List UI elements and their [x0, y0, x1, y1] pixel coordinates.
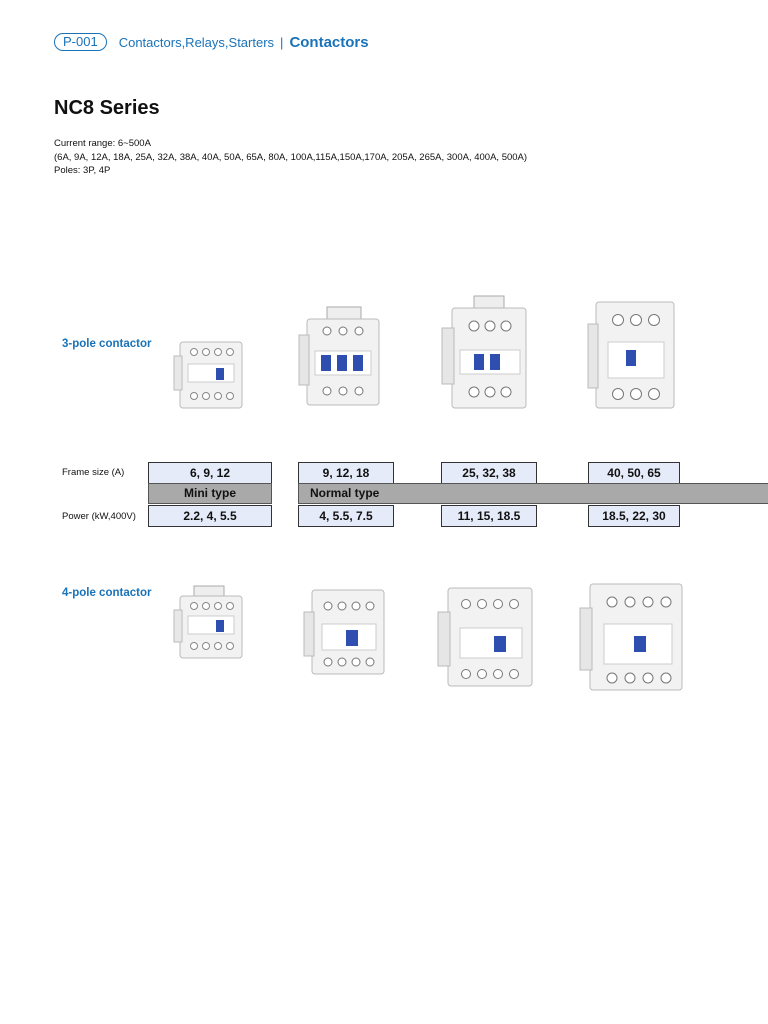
page-title: NC8 Series — [54, 97, 160, 119]
frame-size-cell: 9, 12, 18 — [298, 462, 394, 484]
series-info: Current range: 6~500A (6A, 9A, 12A, 18A,… — [54, 137, 527, 178]
breadcrumb[interactable]: Contactors,Relays,Starters — [118, 34, 275, 50]
breadcrumb-current: Contactors — [289, 33, 369, 51]
breadcrumb-separator: | — [280, 34, 284, 50]
contactor-image-normal-4p-medium — [436, 582, 536, 690]
contactor-image-normal-3p-medium — [440, 294, 536, 412]
frame-size-cell: 6, 9, 12 — [148, 462, 272, 484]
normal-type-bar — [298, 483, 768, 504]
ratings-text: (6A, 9A, 12A, 18A, 25A, 32A, 38A, 40A, 5… — [54, 151, 528, 163]
three-pole-label: 3-pole contactor — [62, 338, 152, 350]
normal-type-label: Normal type — [310, 486, 380, 500]
poles-text: Poles: 3P, 4P — [54, 165, 111, 176]
page-code-badge: P-001 — [54, 33, 107, 51]
page-header: P-001 Contactors,Relays,Starters | Conta… — [54, 32, 369, 52]
power-cell: 11, 15, 18.5 — [441, 505, 537, 527]
frame-size-cell: 25, 32, 38 — [441, 462, 537, 484]
contactor-image-normal-3p-large — [586, 294, 678, 412]
four-pole-label: 4-pole contactor — [62, 587, 152, 599]
frame-size-cell: 40, 50, 65 — [588, 462, 680, 484]
current-range-text: Current range: 6~500A — [54, 138, 151, 149]
power-cell: 18.5, 22, 30 — [588, 505, 680, 527]
frame-size-label: Frame size (A) — [62, 467, 125, 478]
contactor-image-normal-4p-large — [578, 580, 688, 694]
mini-type-bar — [148, 483, 272, 504]
contactor-image-mini-4p — [172, 584, 250, 662]
power-cell: 4, 5.5, 7.5 — [298, 505, 394, 527]
power-cell: 2.2, 4, 5.5 — [148, 505, 272, 527]
contactor-image-mini-3p — [172, 338, 250, 412]
contactor-image-normal-4p-small — [302, 584, 388, 678]
power-label: Power (kW,400V) — [62, 511, 136, 522]
contactor-image-normal-3p-small — [297, 305, 389, 409]
mini-type-label: Mini type — [183, 486, 236, 500]
